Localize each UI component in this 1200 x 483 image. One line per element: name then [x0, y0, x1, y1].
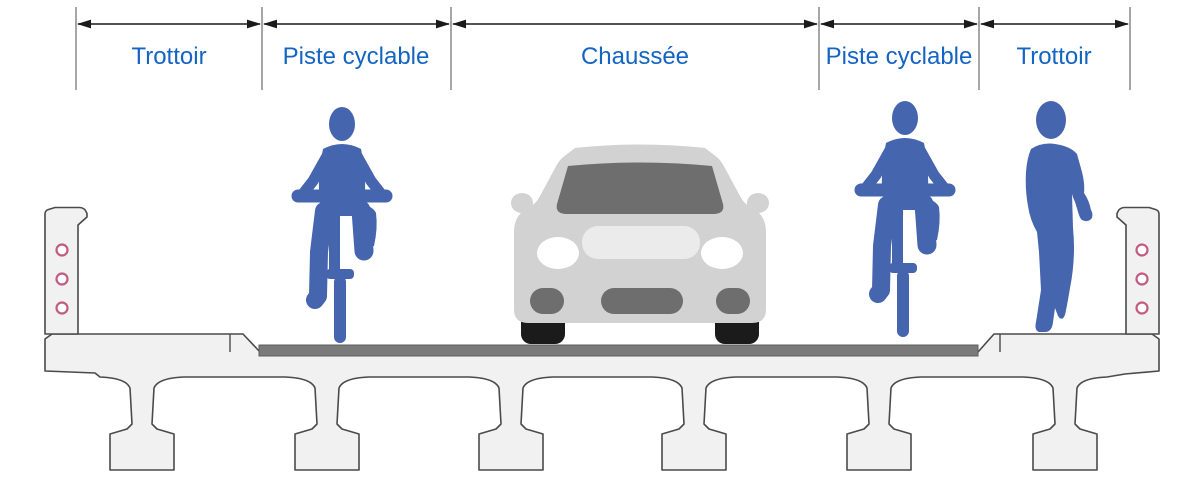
post-reflector-icon: [1135, 301, 1149, 315]
roadway-surface: [258, 344, 979, 357]
car-headlight-left: [537, 237, 579, 269]
post-reflector-icon: [1135, 243, 1149, 257]
car-hood-stripe: [582, 226, 700, 259]
arrowhead-left-icon: [452, 19, 466, 29]
arrowhead-right-icon: [964, 19, 978, 29]
dimension-arrow-trottoir-left: [77, 19, 261, 29]
post-reflector-icon: [55, 272, 69, 286]
arrowhead-right-icon: [804, 19, 818, 29]
dimension-arrow-piste-right: [820, 19, 978, 29]
bridge-deck-and-girders: [44, 333, 1160, 471]
zone-label-trottoir-left: Trottoir: [131, 43, 207, 70]
dimension-arrow-piste-left: [263, 19, 450, 29]
cyclist-left-icon: [298, 107, 386, 337]
car-grille: [601, 288, 683, 314]
car-icon: [511, 144, 769, 344]
arrowhead-right-icon: [436, 19, 450, 29]
dimension-header: [75, 7, 1131, 90]
car-foglight-right: [716, 288, 750, 314]
arrowhead-left-icon: [263, 19, 277, 29]
dimension-arrow-trottoir-right: [980, 19, 1129, 29]
arrowhead-right-icon: [1115, 19, 1129, 29]
arrowhead-right-icon: [247, 19, 261, 29]
post-reflector-icon: [55, 301, 69, 315]
zone-label-piste-left: Piste cyclable: [282, 43, 430, 70]
zone-label-chaussee: Chaussée: [580, 43, 690, 70]
cyclist-right-icon: [861, 101, 949, 331]
car-foglight-left: [530, 288, 564, 314]
car-mirror-right: [747, 193, 769, 213]
dimension-arrow-chaussee: [452, 19, 818, 29]
parapet-post-left: [44, 206, 88, 335]
zone-label-trottoir-right: Trottoir: [1016, 43, 1092, 70]
car-windshield: [556, 162, 724, 214]
car-headlight-right: [701, 237, 743, 269]
pedestrian-icon: [1025, 101, 1093, 332]
car-mirror-left: [511, 193, 533, 213]
zone-label-piste-right: Piste cyclable: [825, 43, 973, 70]
bridge-cross-section: [44, 206, 1160, 471]
arrowhead-left-icon: [77, 19, 91, 29]
arrowhead-left-icon: [980, 19, 994, 29]
post-reflector-icon: [1135, 272, 1149, 286]
parapet-post-right: [1116, 206, 1160, 335]
post-reflector-icon: [55, 243, 69, 257]
arrowhead-left-icon: [820, 19, 834, 29]
